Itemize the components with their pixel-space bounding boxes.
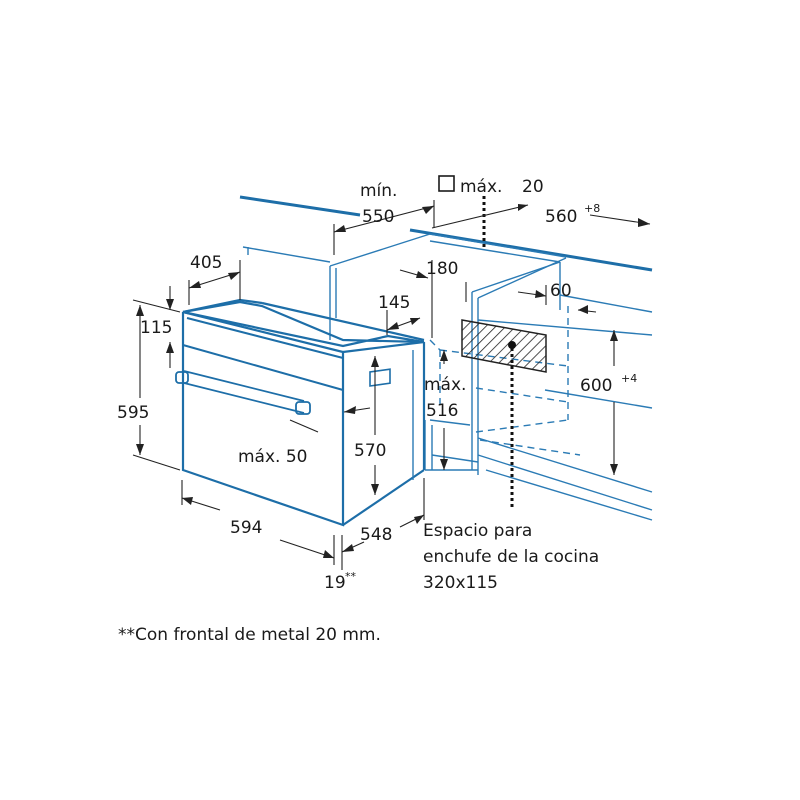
label-594: 594: [230, 518, 262, 538]
label-depth-560: 560: [545, 207, 577, 227]
labels: mín. 550 máx. 20 560 +8 405 180 145 60 1…: [117, 175, 637, 645]
label-depth-560-sup: +8: [584, 202, 600, 215]
socket-label-line1: Espacio para: [423, 521, 532, 541]
label-145: 145: [378, 293, 410, 313]
label-19-sup: **: [345, 570, 357, 583]
oven: [175, 298, 426, 527]
label-60: 60: [550, 281, 572, 301]
oven-handle: [175, 370, 311, 415]
label-max-50: máx. 50: [238, 447, 307, 467]
label-570: 570: [354, 441, 386, 461]
footnote: **Con frontal de metal 20 mm.: [118, 625, 381, 645]
label-405: 405: [190, 253, 222, 273]
label-max-square-caption: máx.: [460, 177, 502, 197]
label-max-516-value: 516: [426, 401, 458, 421]
label-min-caption: mín.: [360, 181, 397, 201]
label-min-value: 550: [362, 207, 394, 227]
label-max-516-caption: máx.: [424, 375, 466, 395]
label-600-sup: +4: [621, 372, 637, 385]
label-548: 548: [360, 525, 392, 545]
worktop: [239, 195, 653, 313]
square-max-icon: [438, 175, 455, 192]
socket-label-line3: 320x115: [423, 573, 498, 593]
label-19: 19: [324, 573, 346, 593]
label-595: 595: [117, 403, 149, 423]
dimension-lines: [132, 200, 651, 570]
label-180: 180: [426, 259, 458, 279]
label-max-square-value: 20: [522, 177, 544, 197]
socket-label-line2: enchufe de la cocina: [423, 547, 599, 567]
socket-area: [461, 319, 547, 510]
label-115: 115: [140, 318, 172, 338]
label-600: 600: [580, 376, 612, 396]
